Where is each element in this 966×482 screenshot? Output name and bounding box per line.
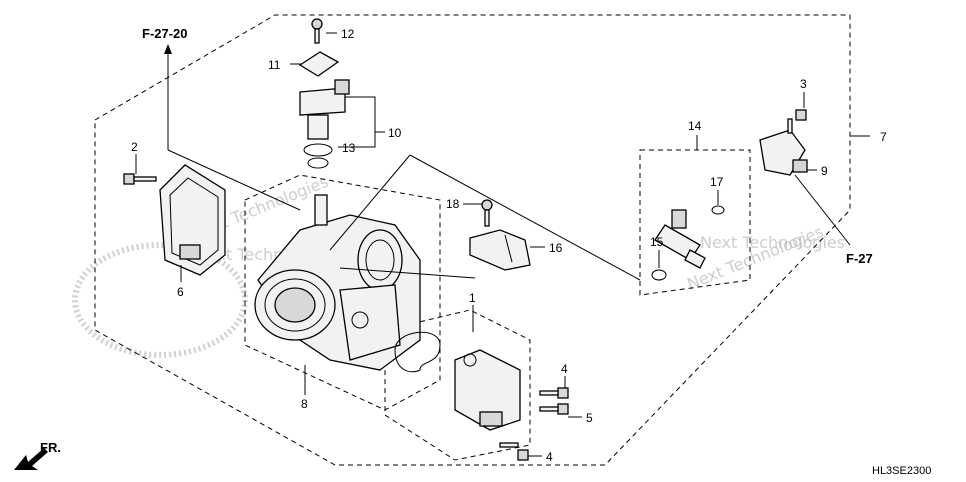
screw-12 xyxy=(311,18,323,44)
diagram-code: HL3SE2300 xyxy=(872,465,931,477)
plate-11 xyxy=(298,51,340,77)
leader-lines xyxy=(135,32,870,457)
injector-group-boundary xyxy=(639,149,751,296)
bolt-4-lower xyxy=(499,442,529,461)
part-label-9: 9 xyxy=(821,164,828,178)
front-label: FR. xyxy=(40,440,61,455)
sensor-unit xyxy=(454,349,521,431)
part-label-13: 13 xyxy=(342,141,356,155)
part-label-12: 12 xyxy=(341,27,355,41)
screw-18 xyxy=(481,199,493,227)
part-label-4-lower: 4 xyxy=(546,450,553,464)
front-arrow-icon xyxy=(14,448,48,470)
injector-10 xyxy=(299,79,350,169)
bolt-2 xyxy=(123,173,157,185)
cover-plate xyxy=(159,164,226,276)
throttle-body-group-boundary xyxy=(244,174,441,411)
arrow-up-icon xyxy=(164,44,172,54)
o-ring-15 xyxy=(651,269,667,281)
injector-14 xyxy=(654,209,706,269)
part-label-5: 5 xyxy=(586,411,593,425)
reference-f-27[interactable]: F-27 xyxy=(846,251,873,266)
part-label-14: 14 xyxy=(688,119,702,133)
part-label-11: 11 xyxy=(268,58,281,72)
part-label-10: 10 xyxy=(388,126,402,140)
bolt-4-upper xyxy=(539,387,569,399)
part-label-8: 8 xyxy=(301,397,308,411)
part-label-2: 2 xyxy=(131,140,138,154)
part-label-7: 7 xyxy=(880,130,887,144)
bolt-5 xyxy=(539,403,569,415)
assembly-boundary xyxy=(94,14,851,466)
gasket xyxy=(394,331,441,373)
part-label-18: 18 xyxy=(446,197,460,211)
throttle-body xyxy=(254,194,421,371)
bracket-16 xyxy=(469,229,531,271)
o-ring-17 xyxy=(711,205,725,215)
part-label-4-upper: 4 xyxy=(561,362,568,376)
bolt-3 xyxy=(787,109,807,134)
part-label-1: 1 xyxy=(469,291,476,305)
watermark-4: Next Technologies xyxy=(700,233,845,252)
part-label-15: 15 xyxy=(650,235,664,249)
part-label-3: 3 xyxy=(800,77,807,91)
fitting-9 xyxy=(759,129,808,176)
part-label-16: 16 xyxy=(549,241,563,255)
front-direction-indicator: FR. xyxy=(14,440,61,470)
reference-f-27-20[interactable]: F-27-20 xyxy=(142,26,188,41)
part-label-17: 17 xyxy=(710,175,724,189)
watermark-logo xyxy=(72,242,248,358)
part-label-6: 6 xyxy=(177,285,184,299)
